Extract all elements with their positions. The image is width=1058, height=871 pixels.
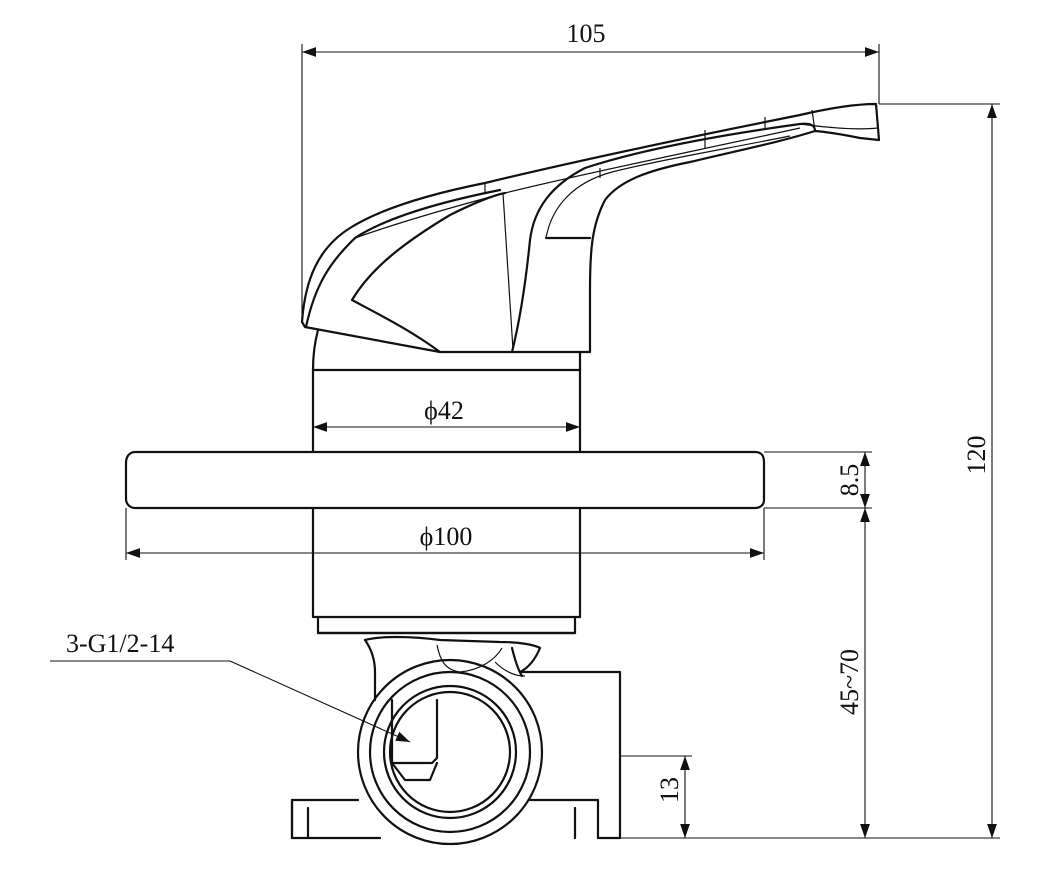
dim-trim-diameter-label: ϕ100 xyxy=(420,522,473,551)
outlet-outer-ring xyxy=(356,658,544,846)
dim-body-diameter-label: ϕ42 xyxy=(424,396,464,425)
handle-outline xyxy=(300,102,881,324)
lower-body xyxy=(311,506,582,635)
valve-body xyxy=(290,635,622,846)
trim-plate xyxy=(124,450,766,510)
dim-base-height-label: 13 xyxy=(655,777,684,803)
handle-inner-curve xyxy=(304,188,502,329)
dim-width-label: 105 xyxy=(567,19,606,48)
dim-trim-diameter: ϕ100 xyxy=(125,508,765,560)
outlet-thread-ring xyxy=(382,684,518,820)
thread-callout-label: 3-G1/2-14 xyxy=(66,629,174,658)
dim-height-120: 120 xyxy=(620,103,1000,839)
dim-trim-thickness-label: 8.5 xyxy=(835,464,864,497)
handle-underside xyxy=(300,320,514,354)
upper-body xyxy=(311,328,582,454)
lever-handle xyxy=(300,102,881,354)
dim-install-depth-label: 45~70 xyxy=(835,649,864,715)
dim-install-depth: 45~70 xyxy=(835,508,870,838)
dim-height-label: 120 xyxy=(962,436,991,475)
dim-body-diameter: ϕ42 xyxy=(313,396,580,432)
dim-trim-thickness: 8.5 xyxy=(764,451,872,509)
dim-width-105: 105 xyxy=(301,19,880,322)
thread-callout: 3-G1/2-14 xyxy=(50,629,411,743)
dim-base-height: 13 xyxy=(620,755,692,838)
